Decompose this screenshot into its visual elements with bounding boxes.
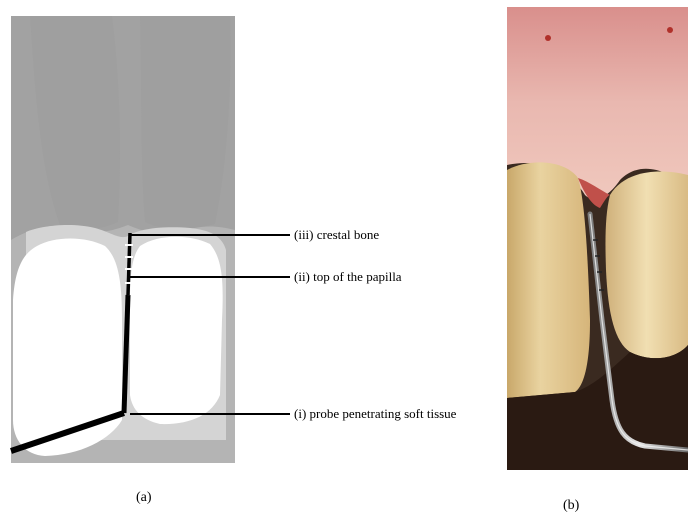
root-right (140, 16, 230, 229)
panel-b-photo: (b) (507, 7, 688, 513)
crown-left (13, 239, 122, 457)
label-crestal-bone: (iii) crestal bone (294, 227, 379, 242)
tooth-left (507, 162, 590, 398)
caption-b: (b) (563, 498, 580, 513)
panel-a-diagram: (iii) crestal bone (ii) top of the papil… (11, 16, 457, 505)
caption-a: (a) (136, 490, 152, 505)
probe-tip (128, 233, 130, 295)
tooth-right (605, 172, 688, 359)
label-probe-soft-tissue: (i) probe penetrating soft tissue (294, 406, 457, 421)
blood-spot (667, 27, 673, 33)
blood-spot (545, 35, 551, 41)
label-top-papilla: (ii) top of the papilla (294, 269, 402, 284)
crown-right (130, 237, 223, 424)
